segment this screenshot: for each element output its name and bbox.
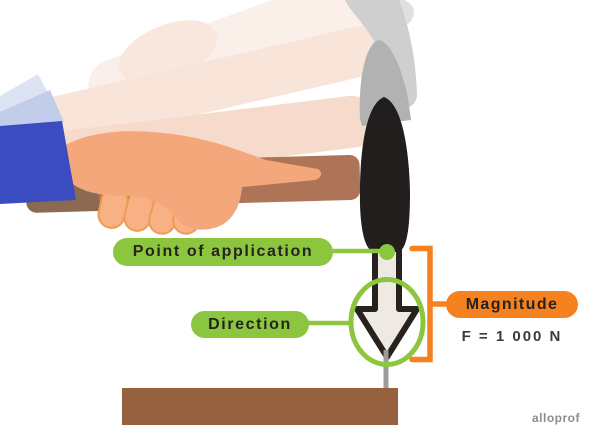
magnitude-label-text: Magnitude	[465, 295, 559, 313]
force-value: F = 1 000 N	[452, 326, 572, 346]
point-of-application-label: Point of application	[113, 238, 333, 266]
magnitude-bracket	[409, 245, 449, 363]
point-of-application-dot	[379, 244, 395, 260]
ghost-hammer-claw	[345, 0, 417, 126]
alloprof-watermark-text: alloprof	[532, 411, 580, 425]
direction-label: Direction	[191, 311, 309, 338]
hammer-head	[359, 97, 410, 252]
magnitude-label: Magnitude	[446, 291, 578, 318]
point-of-application-label-text: Point of application	[132, 243, 314, 260]
sleeve	[0, 121, 76, 204]
direction-circle	[348, 277, 426, 367]
force-value-text: F = 1 000 N	[461, 327, 563, 345]
wood-plank	[122, 388, 398, 425]
alloprof-watermark: alloprof	[520, 410, 592, 426]
hand	[57, 131, 322, 230]
green-annotations	[308, 244, 426, 367]
force-arrow	[354, 243, 420, 360]
direction-label-text: Direction	[208, 315, 292, 333]
nail	[383, 350, 389, 392]
